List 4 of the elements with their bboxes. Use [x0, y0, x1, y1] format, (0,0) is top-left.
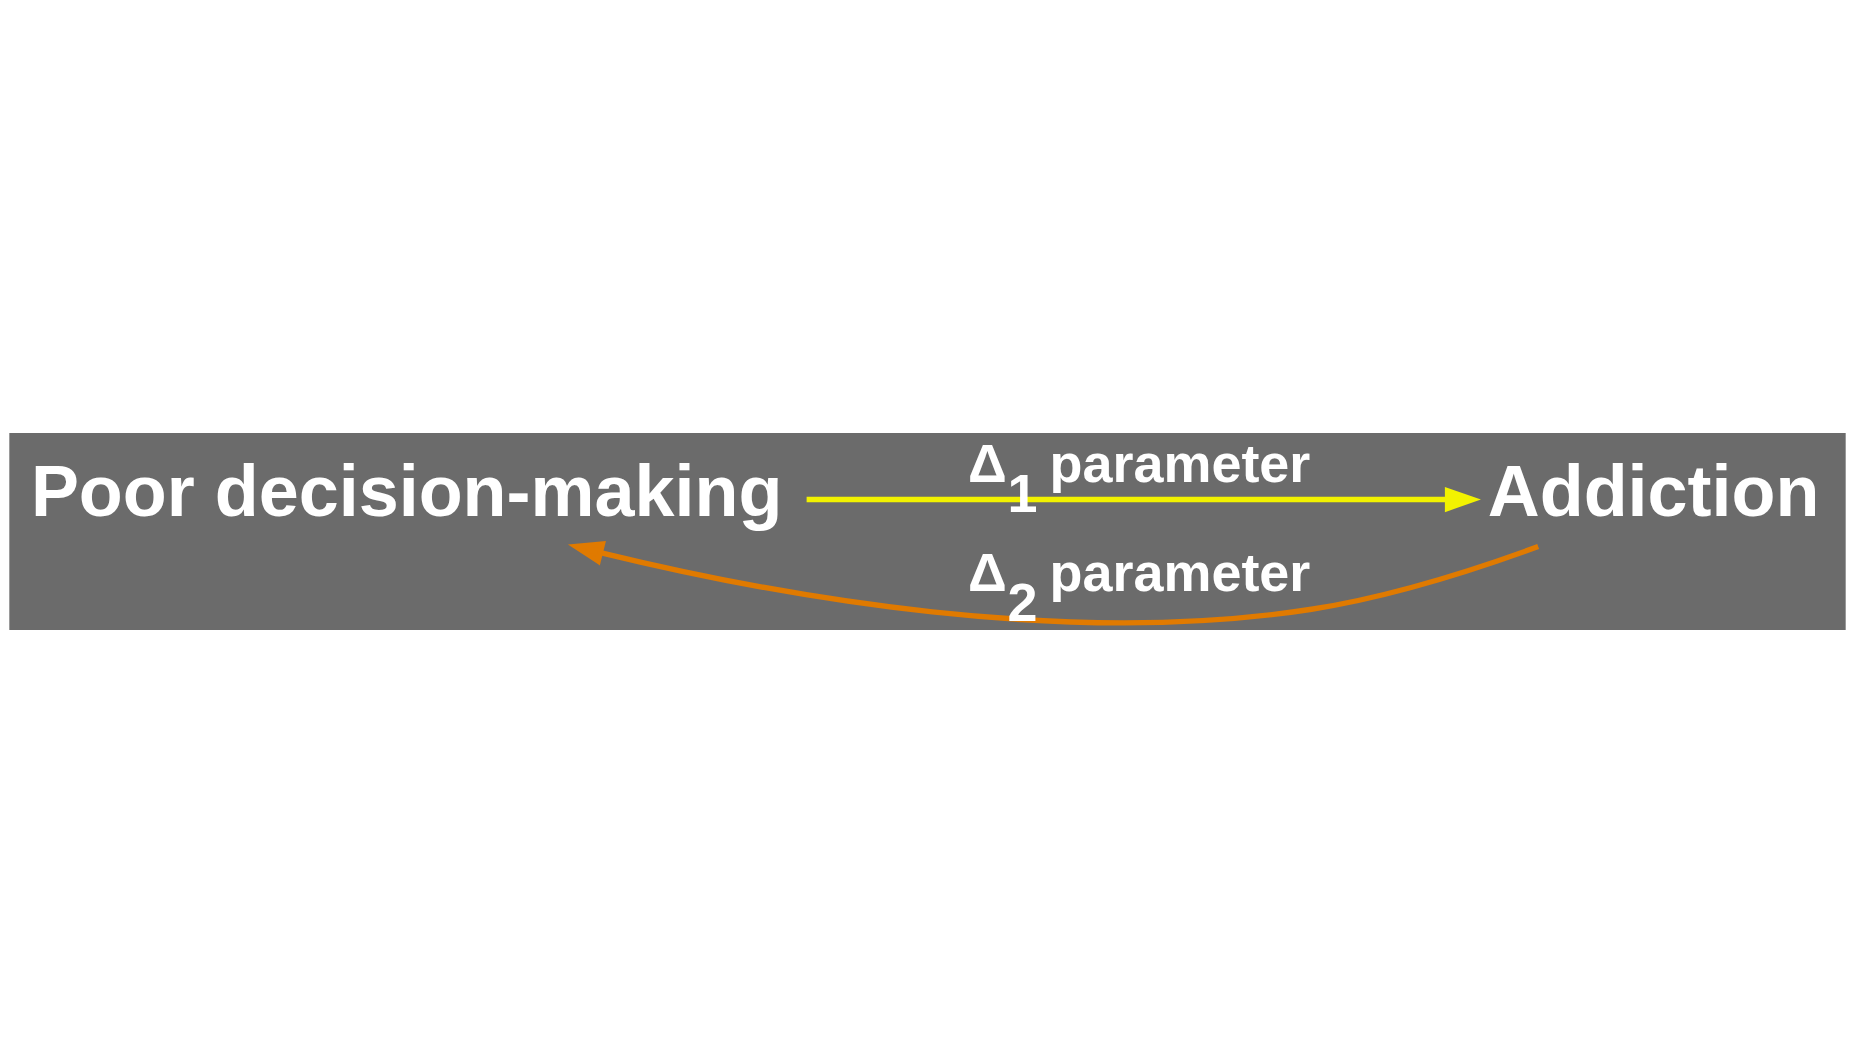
arrow — [567, 540, 1540, 626]
node-text: Addiction — [1487, 450, 1820, 531]
arrow — [806, 486, 1481, 513]
node-text: Poor decision-making — [30, 450, 783, 531]
